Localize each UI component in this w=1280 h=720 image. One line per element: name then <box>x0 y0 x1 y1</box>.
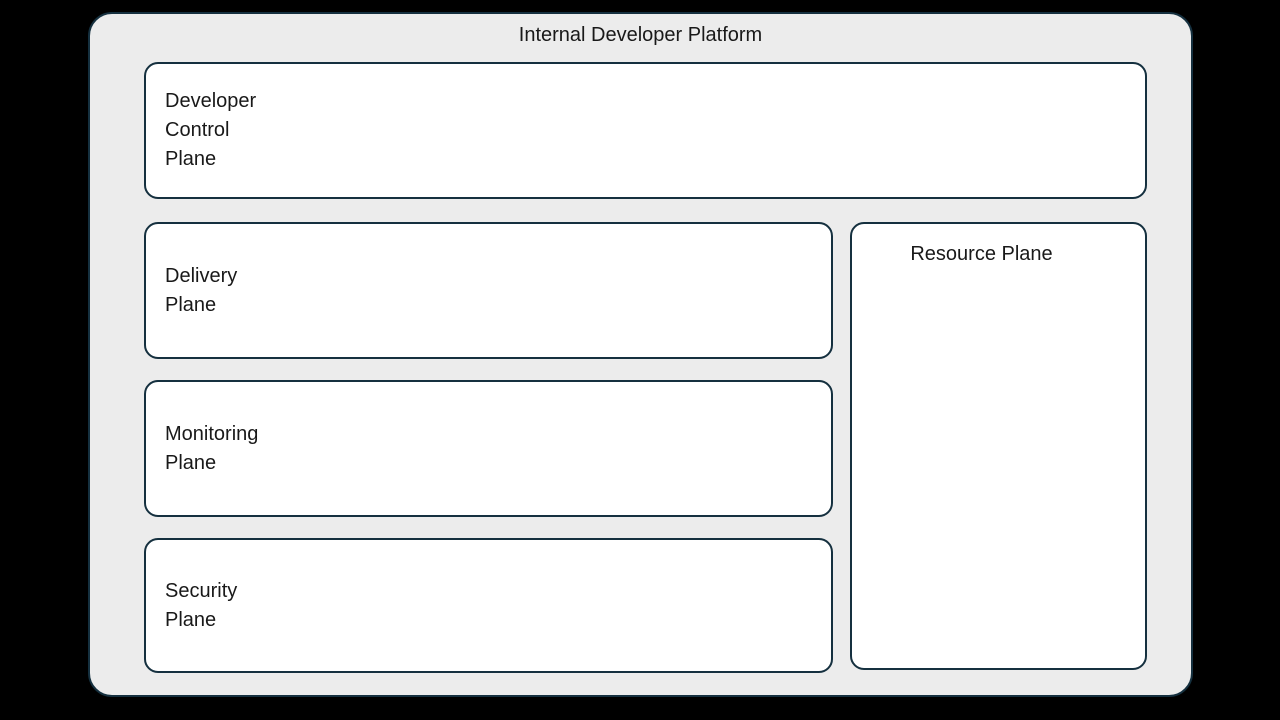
platform-container: Internal Developer Platform Developer Co… <box>88 12 1193 697</box>
box-delivery-plane: Delivery Plane <box>144 222 833 359</box>
box-monitoring-plane: Monitoring Plane <box>144 380 833 517</box>
diagram-title: Internal Developer Platform <box>518 24 763 46</box>
box-security-plane: Security Plane <box>144 538 833 673</box>
delivery-plane-label: Delivery Plane <box>165 264 238 316</box>
monitoring-plane-label: Monitoring Plane <box>165 422 259 474</box>
developer-control-plane-label: Developer Control Plane <box>165 90 257 170</box>
resource-plane-label: Resource Plane <box>910 243 1053 265</box>
box-resource-plane: Resource Plane <box>850 222 1147 670</box>
box-developer-control-plane: Developer Control Plane <box>144 62 1147 199</box>
security-plane-label: Security Plane <box>165 579 238 631</box>
